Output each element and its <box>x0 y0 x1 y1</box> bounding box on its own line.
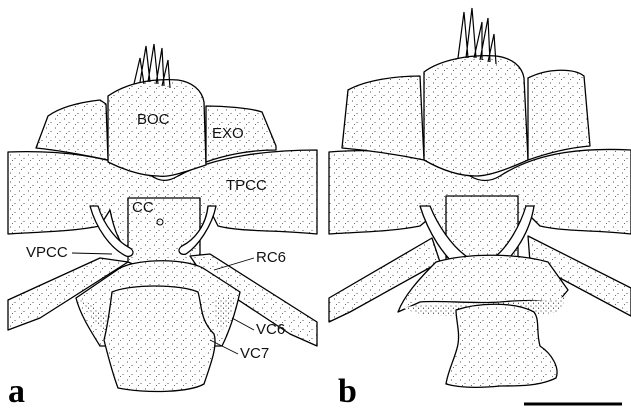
b-left-bone <box>342 76 424 160</box>
b-vertebra-lower <box>446 304 557 387</box>
label-rc6: RC6 <box>256 249 286 266</box>
exo-left-bone <box>36 100 108 160</box>
panel-label-b: b <box>338 373 357 410</box>
b-boc-bone <box>424 56 528 176</box>
vc7-vertebra <box>104 286 215 391</box>
label-tpcc: TPCC <box>226 177 267 194</box>
b-right-bone <box>528 70 590 160</box>
panel-a-drawing <box>8 44 317 391</box>
label-vc7: VC7 <box>240 345 269 362</box>
label-exo: EXO <box>212 125 244 142</box>
panel-b-drawing <box>329 8 631 387</box>
panel-label-a: a <box>8 373 25 410</box>
label-boc: BOC <box>137 111 170 128</box>
label-cc: CC <box>132 199 154 216</box>
label-vpcc: VPCC <box>26 244 68 261</box>
label-vc6: VC6 <box>256 321 285 338</box>
